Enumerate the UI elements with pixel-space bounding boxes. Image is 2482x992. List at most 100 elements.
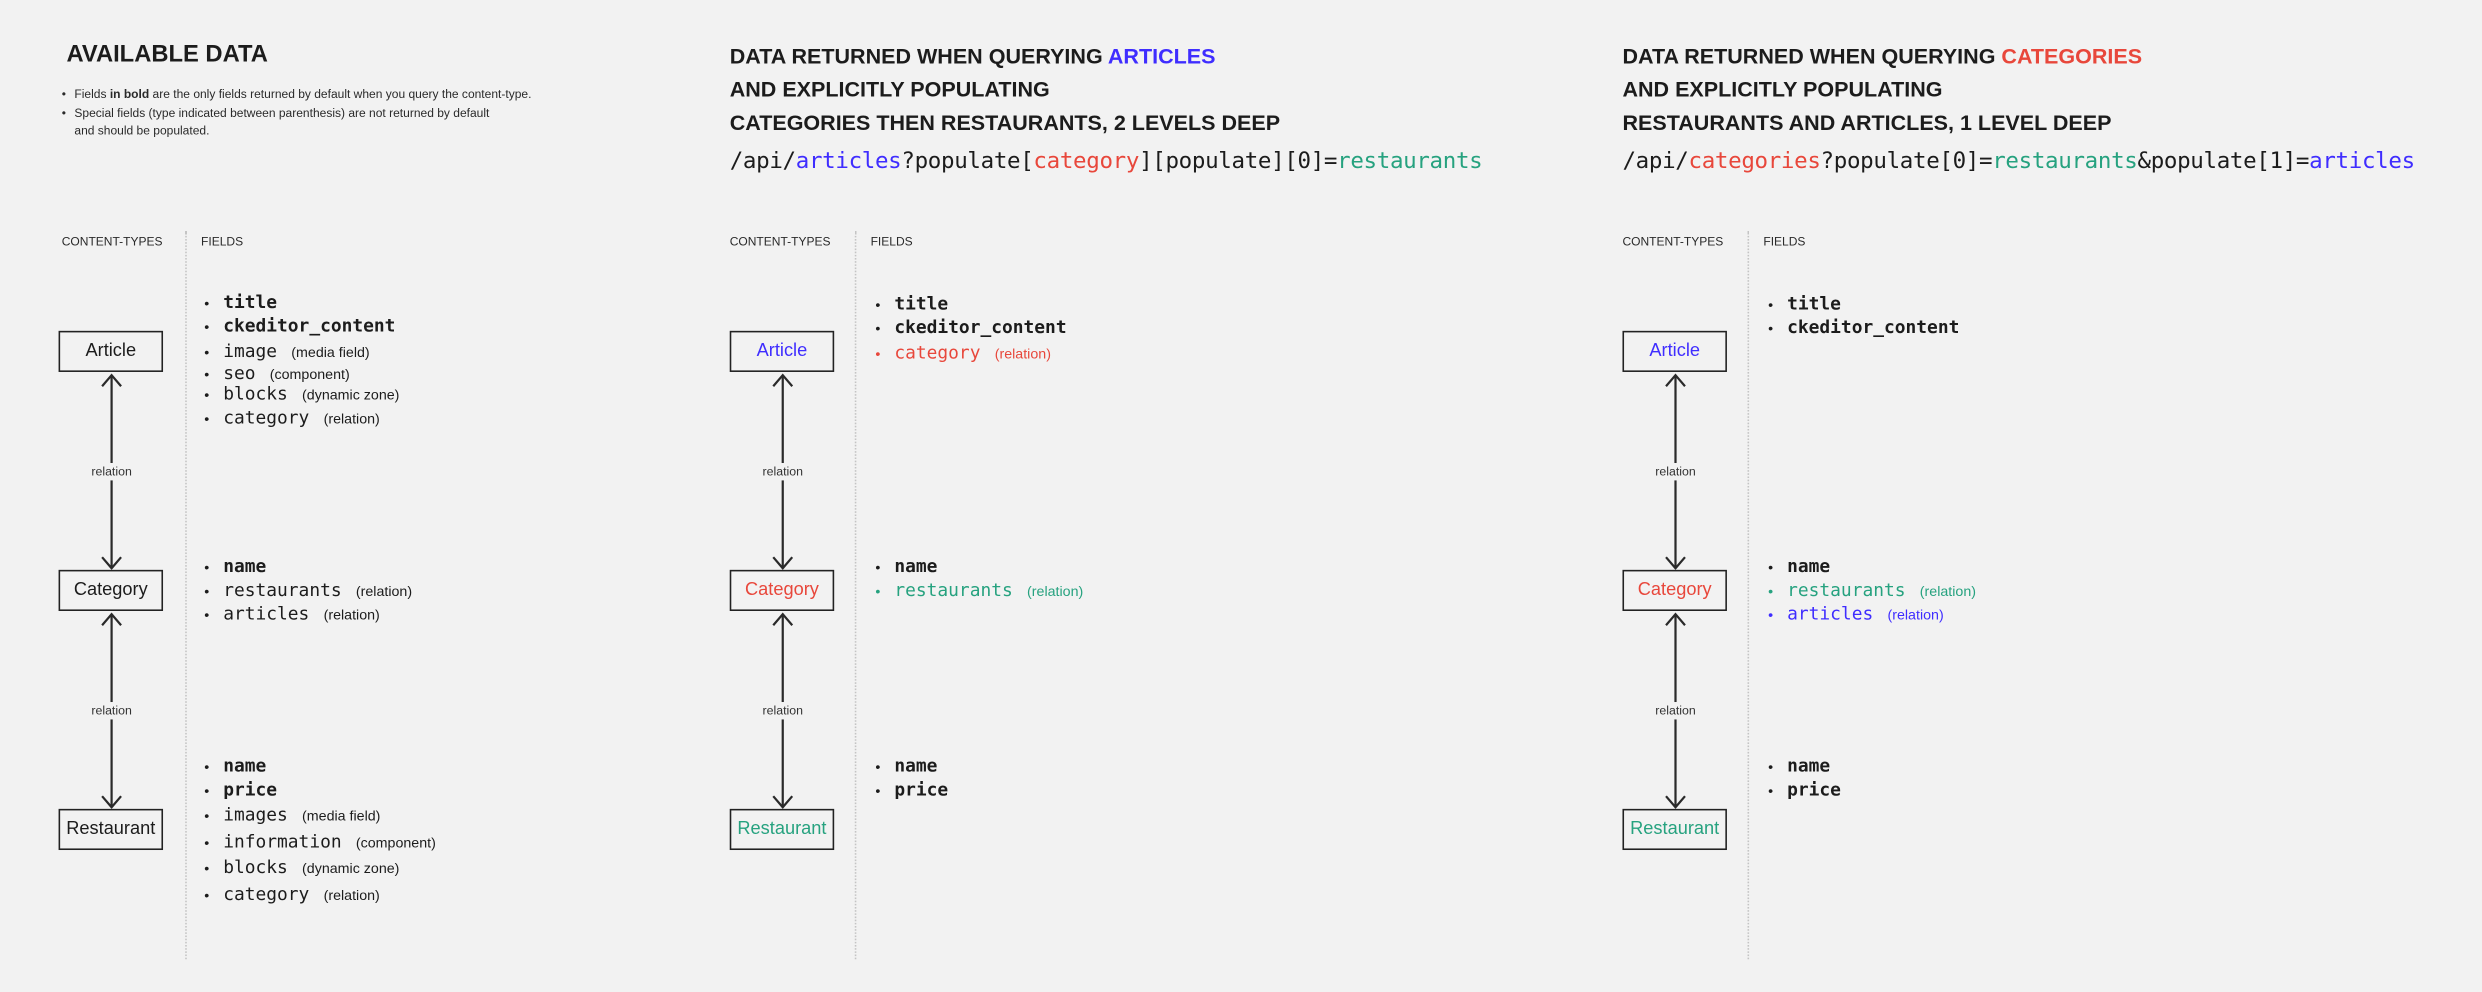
field-item: •ckeditor_content bbox=[1768, 317, 1960, 338]
note-item: • Special fields (type indicated between … bbox=[62, 104, 490, 122]
relation-label: relation bbox=[762, 702, 803, 720]
field-name: name bbox=[223, 556, 267, 577]
bullet-icon: • bbox=[875, 559, 881, 576]
title-segment: AVAILABLE DATA bbox=[66, 41, 268, 69]
field-item: •articles(relation) bbox=[204, 603, 380, 625]
bullet-icon: • bbox=[1768, 759, 1774, 775]
field-item: •title bbox=[1768, 293, 1841, 315]
field-type: (relation) bbox=[994, 345, 1051, 362]
url-segment: &populate[1]= bbox=[2137, 148, 2310, 175]
field-name: title bbox=[1787, 293, 1841, 315]
bullet-icon: • bbox=[875, 782, 881, 799]
column-header-fields: FIELDS bbox=[870, 234, 913, 249]
field-item: •title bbox=[875, 294, 948, 315]
content-type-restaurant[interactable]: Restaurant bbox=[58, 808, 164, 851]
field-name: restaurants bbox=[894, 580, 1013, 601]
bullet-icon: • bbox=[875, 296, 881, 313]
field-name: information bbox=[223, 831, 342, 853]
field-item: •ckeditor_content bbox=[875, 317, 1066, 338]
bullet-icon: • bbox=[204, 387, 210, 403]
field-type: (component) bbox=[269, 366, 350, 383]
bullet-icon: • bbox=[61, 105, 66, 120]
field-item: •category(relation) bbox=[204, 408, 380, 429]
note-item: and should be populated. bbox=[74, 122, 209, 140]
note-text: are the only fields returned by default … bbox=[149, 87, 532, 102]
column-header-fields: FIELDS bbox=[201, 234, 244, 249]
field-type: (relation) bbox=[1919, 583, 1977, 600]
bullet-icon: • bbox=[204, 559, 210, 576]
field-type: (relation) bbox=[1027, 583, 1084, 600]
url-segment: ][populate][0]= bbox=[1139, 148, 1338, 175]
bullet-icon: • bbox=[875, 583, 881, 600]
field-name: name bbox=[894, 556, 938, 577]
relation-label: relation bbox=[91, 462, 132, 481]
url-segment: /api/ bbox=[1622, 148, 1689, 175]
field-name: name bbox=[1787, 556, 1831, 577]
bullet-icon: • bbox=[204, 410, 210, 427]
field-type: (relation) bbox=[323, 410, 380, 427]
content-type-article[interactable]: Article bbox=[58, 330, 164, 372]
column-header-content-types: CONTENT-TYPES bbox=[1622, 234, 1724, 249]
column-header-content-types: CONTENT-TYPES bbox=[729, 234, 831, 249]
content-type-category[interactable]: Category bbox=[1622, 569, 1727, 611]
bullet-icon: • bbox=[204, 834, 210, 851]
note-text: Fields bbox=[74, 87, 110, 102]
field-item: • price bbox=[204, 779, 278, 801]
field-name: seo bbox=[223, 363, 256, 384]
content-type-restaurant[interactable]: Restaurant bbox=[1622, 808, 1727, 851]
title-segment: CATEGORIES THEN RESTAURANTS, 2 LEVELS DE… bbox=[729, 110, 1281, 135]
field-item: •restaurants(relation) bbox=[204, 580, 413, 601]
panel-title-line: AND EXPLICITLY POPULATING bbox=[730, 73, 1050, 106]
field-item: •image(media field) bbox=[204, 341, 370, 362]
bullet-icon: • bbox=[1768, 559, 1774, 576]
title-segment: DATA RETURNED WHEN QUERYING bbox=[729, 44, 1108, 69]
field-type: (dynamic zone) bbox=[302, 387, 400, 403]
bullet-icon: • bbox=[204, 782, 210, 799]
field-item: •category(relation) bbox=[875, 343, 1051, 364]
field-type: (relation) bbox=[355, 583, 413, 600]
bullet-icon: • bbox=[204, 887, 210, 904]
field-name: blocks bbox=[223, 383, 288, 405]
field-item: • name bbox=[875, 556, 938, 577]
note-text: Special fields (type indicated between p… bbox=[74, 105, 490, 120]
field-item: •ckeditor_content bbox=[204, 316, 395, 337]
field-item: •price bbox=[875, 780, 948, 801]
column-divider bbox=[1747, 231, 1750, 960]
field-name: blocks bbox=[223, 857, 288, 878]
relation-label: relation bbox=[1655, 462, 1696, 481]
field-item: • restaurants (relation) bbox=[875, 580, 1084, 601]
note-text: and should be populated. bbox=[74, 123, 210, 138]
url-segment: ?populate[0]= bbox=[1820, 148, 1993, 175]
content-type-category[interactable]: Category bbox=[58, 569, 164, 611]
content-type-restaurant[interactable]: Restaurant bbox=[729, 808, 835, 851]
field-name: restaurants bbox=[1787, 580, 1906, 601]
bullet-icon: • bbox=[61, 87, 66, 102]
field-name: ckeditor_content bbox=[1787, 317, 1960, 338]
url-segment: restaurants bbox=[1337, 148, 1483, 175]
panel-title-line: AND EXPLICITLY POPULATING bbox=[1622, 73, 1942, 106]
column-divider bbox=[185, 231, 187, 960]
field-type: (media field) bbox=[291, 344, 370, 361]
title-segment: RESTAURANTS AND ARTICLES, 1 LEVEL DEEP bbox=[1622, 110, 2112, 135]
relation-label: relation bbox=[1655, 702, 1696, 720]
field-type: (dynamic zone) bbox=[302, 860, 400, 877]
field-item: • name bbox=[204, 556, 267, 577]
bullet-icon: • bbox=[1768, 782, 1774, 799]
content-type-category[interactable]: Category bbox=[729, 569, 835, 611]
url-segment: articles bbox=[2309, 148, 2415, 175]
field-type: (component) bbox=[355, 834, 436, 851]
field-name: articles bbox=[223, 603, 310, 625]
relation-label: relation bbox=[762, 462, 803, 481]
field-name: price bbox=[223, 779, 278, 801]
bullet-icon: • bbox=[204, 366, 210, 383]
content-type-article[interactable]: Article bbox=[729, 330, 835, 372]
field-name: title bbox=[223, 292, 278, 313]
bullet-icon: • bbox=[204, 318, 210, 335]
field-item: •blocks(dynamic zone) bbox=[204, 857, 400, 878]
url-segment: ?populate[ bbox=[901, 148, 1034, 175]
content-type-article[interactable]: Article bbox=[1622, 330, 1727, 372]
title-segment: AND EXPLICITLY POPULATING bbox=[729, 77, 1050, 102]
title-segment: DATA RETURNED WHEN QUERYING bbox=[1622, 44, 2002, 69]
